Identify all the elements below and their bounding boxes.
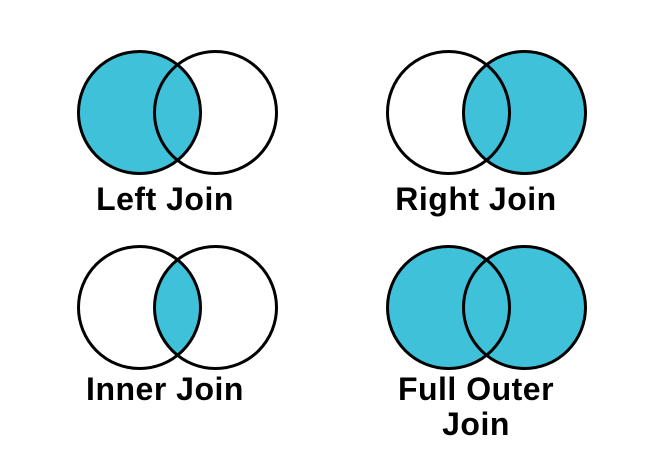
left-join-diagram (76, 50, 279, 175)
inner-join-label: Inner Join (86, 371, 244, 407)
inner-join-diagram (76, 245, 279, 370)
full-outer-join-diagram (385, 245, 588, 370)
left-circle-outline (77, 245, 202, 370)
left-circle-outline (386, 50, 511, 175)
full-outer-join-label: Full Outer Join (397, 371, 555, 442)
right-circle-fill (463, 51, 586, 174)
left-circle-outline (77, 50, 202, 175)
left-join-label: Left Join (96, 181, 234, 217)
left-circle-outline (386, 245, 511, 370)
right-circle-outline (462, 245, 587, 370)
right-join-diagram (385, 50, 588, 175)
right-circle-fill (463, 246, 586, 369)
full-outer-join-venn (386, 245, 587, 370)
right-join-venn (386, 50, 587, 175)
right-join-label: Right Join (395, 181, 557, 217)
left-join-venn (77, 50, 278, 175)
left-circle-fill (78, 51, 201, 174)
inner-join-venn (77, 245, 278, 370)
intersection-fill (154, 246, 201, 369)
right-circle-outline (153, 50, 278, 175)
right-circle-outline (153, 245, 278, 370)
right-circle-outline (462, 50, 587, 175)
